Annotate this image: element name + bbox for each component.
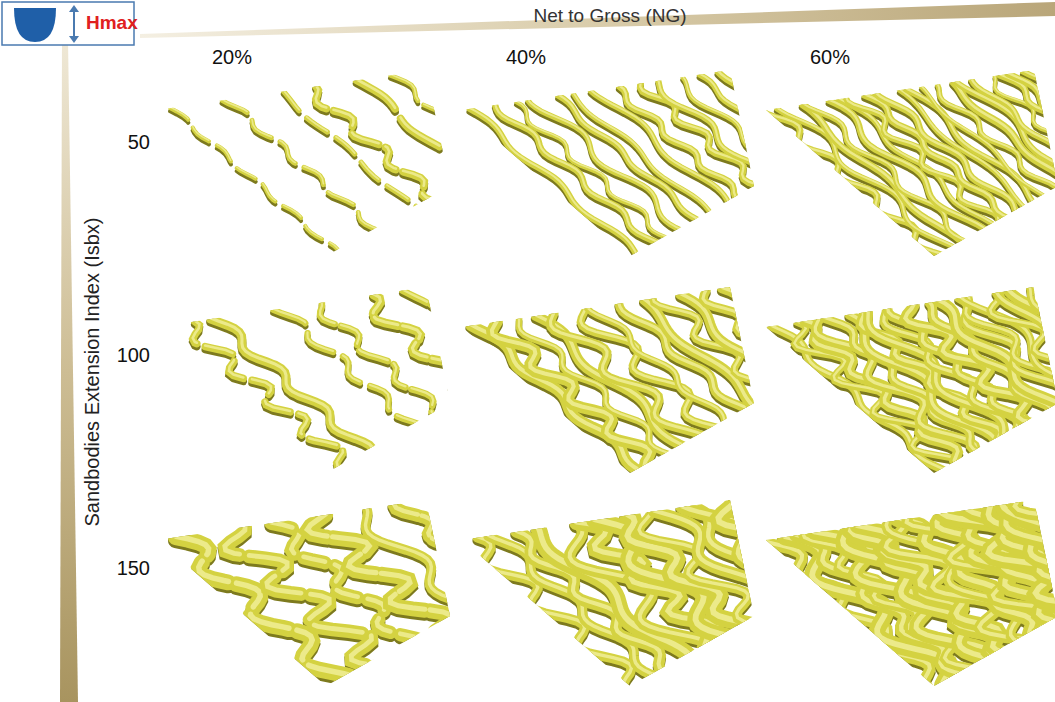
sandbody-panel — [477, 498, 879, 690]
row-label: 50 — [128, 131, 150, 153]
sandbody-panel — [761, 502, 1055, 691]
model-panels — [170, 71, 1055, 690]
column-label: 60% — [810, 46, 850, 68]
axis-title: Sandbodies Extension Index (Isbx) — [81, 217, 103, 526]
channel-section — [14, 8, 56, 42]
axis-band — [60, 40, 78, 702]
sandbody-panel — [762, 71, 1055, 258]
sandbody-panel — [170, 74, 557, 257]
height-arrow — [69, 5, 79, 43]
row-label: 100 — [117, 344, 150, 366]
axis-band — [140, 2, 1055, 38]
column-label: 20% — [212, 46, 252, 68]
inset-label: Hmax — [86, 13, 138, 34]
sandbody-panel — [176, 504, 570, 684]
column-label: 40% — [506, 46, 546, 68]
axis-title: Net to Gross (NG) — [533, 6, 686, 27]
sandbody-panel — [771, 287, 1055, 475]
sandbody-panel — [471, 287, 885, 474]
sandbody-panel — [193, 290, 582, 474]
sandbody-panel — [470, 71, 891, 258]
row-label: 150 — [117, 557, 150, 579]
